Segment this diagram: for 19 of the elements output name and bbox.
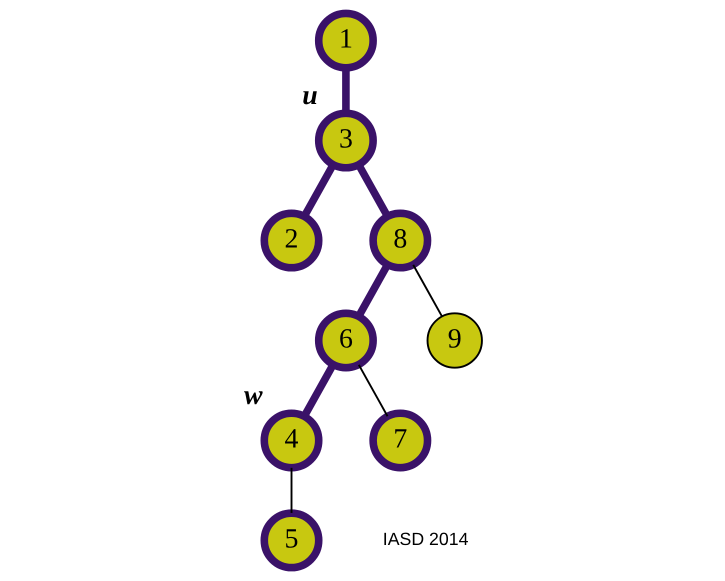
connector	[290, 468, 292, 513]
node-circle: 4	[260, 409, 322, 472]
node-circle: 8	[368, 210, 431, 272]
node-circle: 1	[314, 10, 376, 72]
connector	[300, 362, 336, 418]
node-label: u	[302, 80, 318, 111]
connector	[412, 264, 442, 317]
connector	[357, 364, 388, 417]
label: IASD 2014	[382, 529, 468, 550]
node-circle: 2	[260, 210, 322, 272]
node-circle: 5	[260, 509, 322, 572]
connector	[355, 163, 390, 218]
node-label: w	[244, 380, 262, 411]
node-circle: 3	[314, 110, 376, 172]
connector	[354, 263, 390, 318]
connector	[300, 163, 336, 218]
node-circle: 6	[314, 309, 376, 372]
node-circle: 9	[426, 312, 482, 369]
node-circle: 7	[368, 409, 431, 472]
